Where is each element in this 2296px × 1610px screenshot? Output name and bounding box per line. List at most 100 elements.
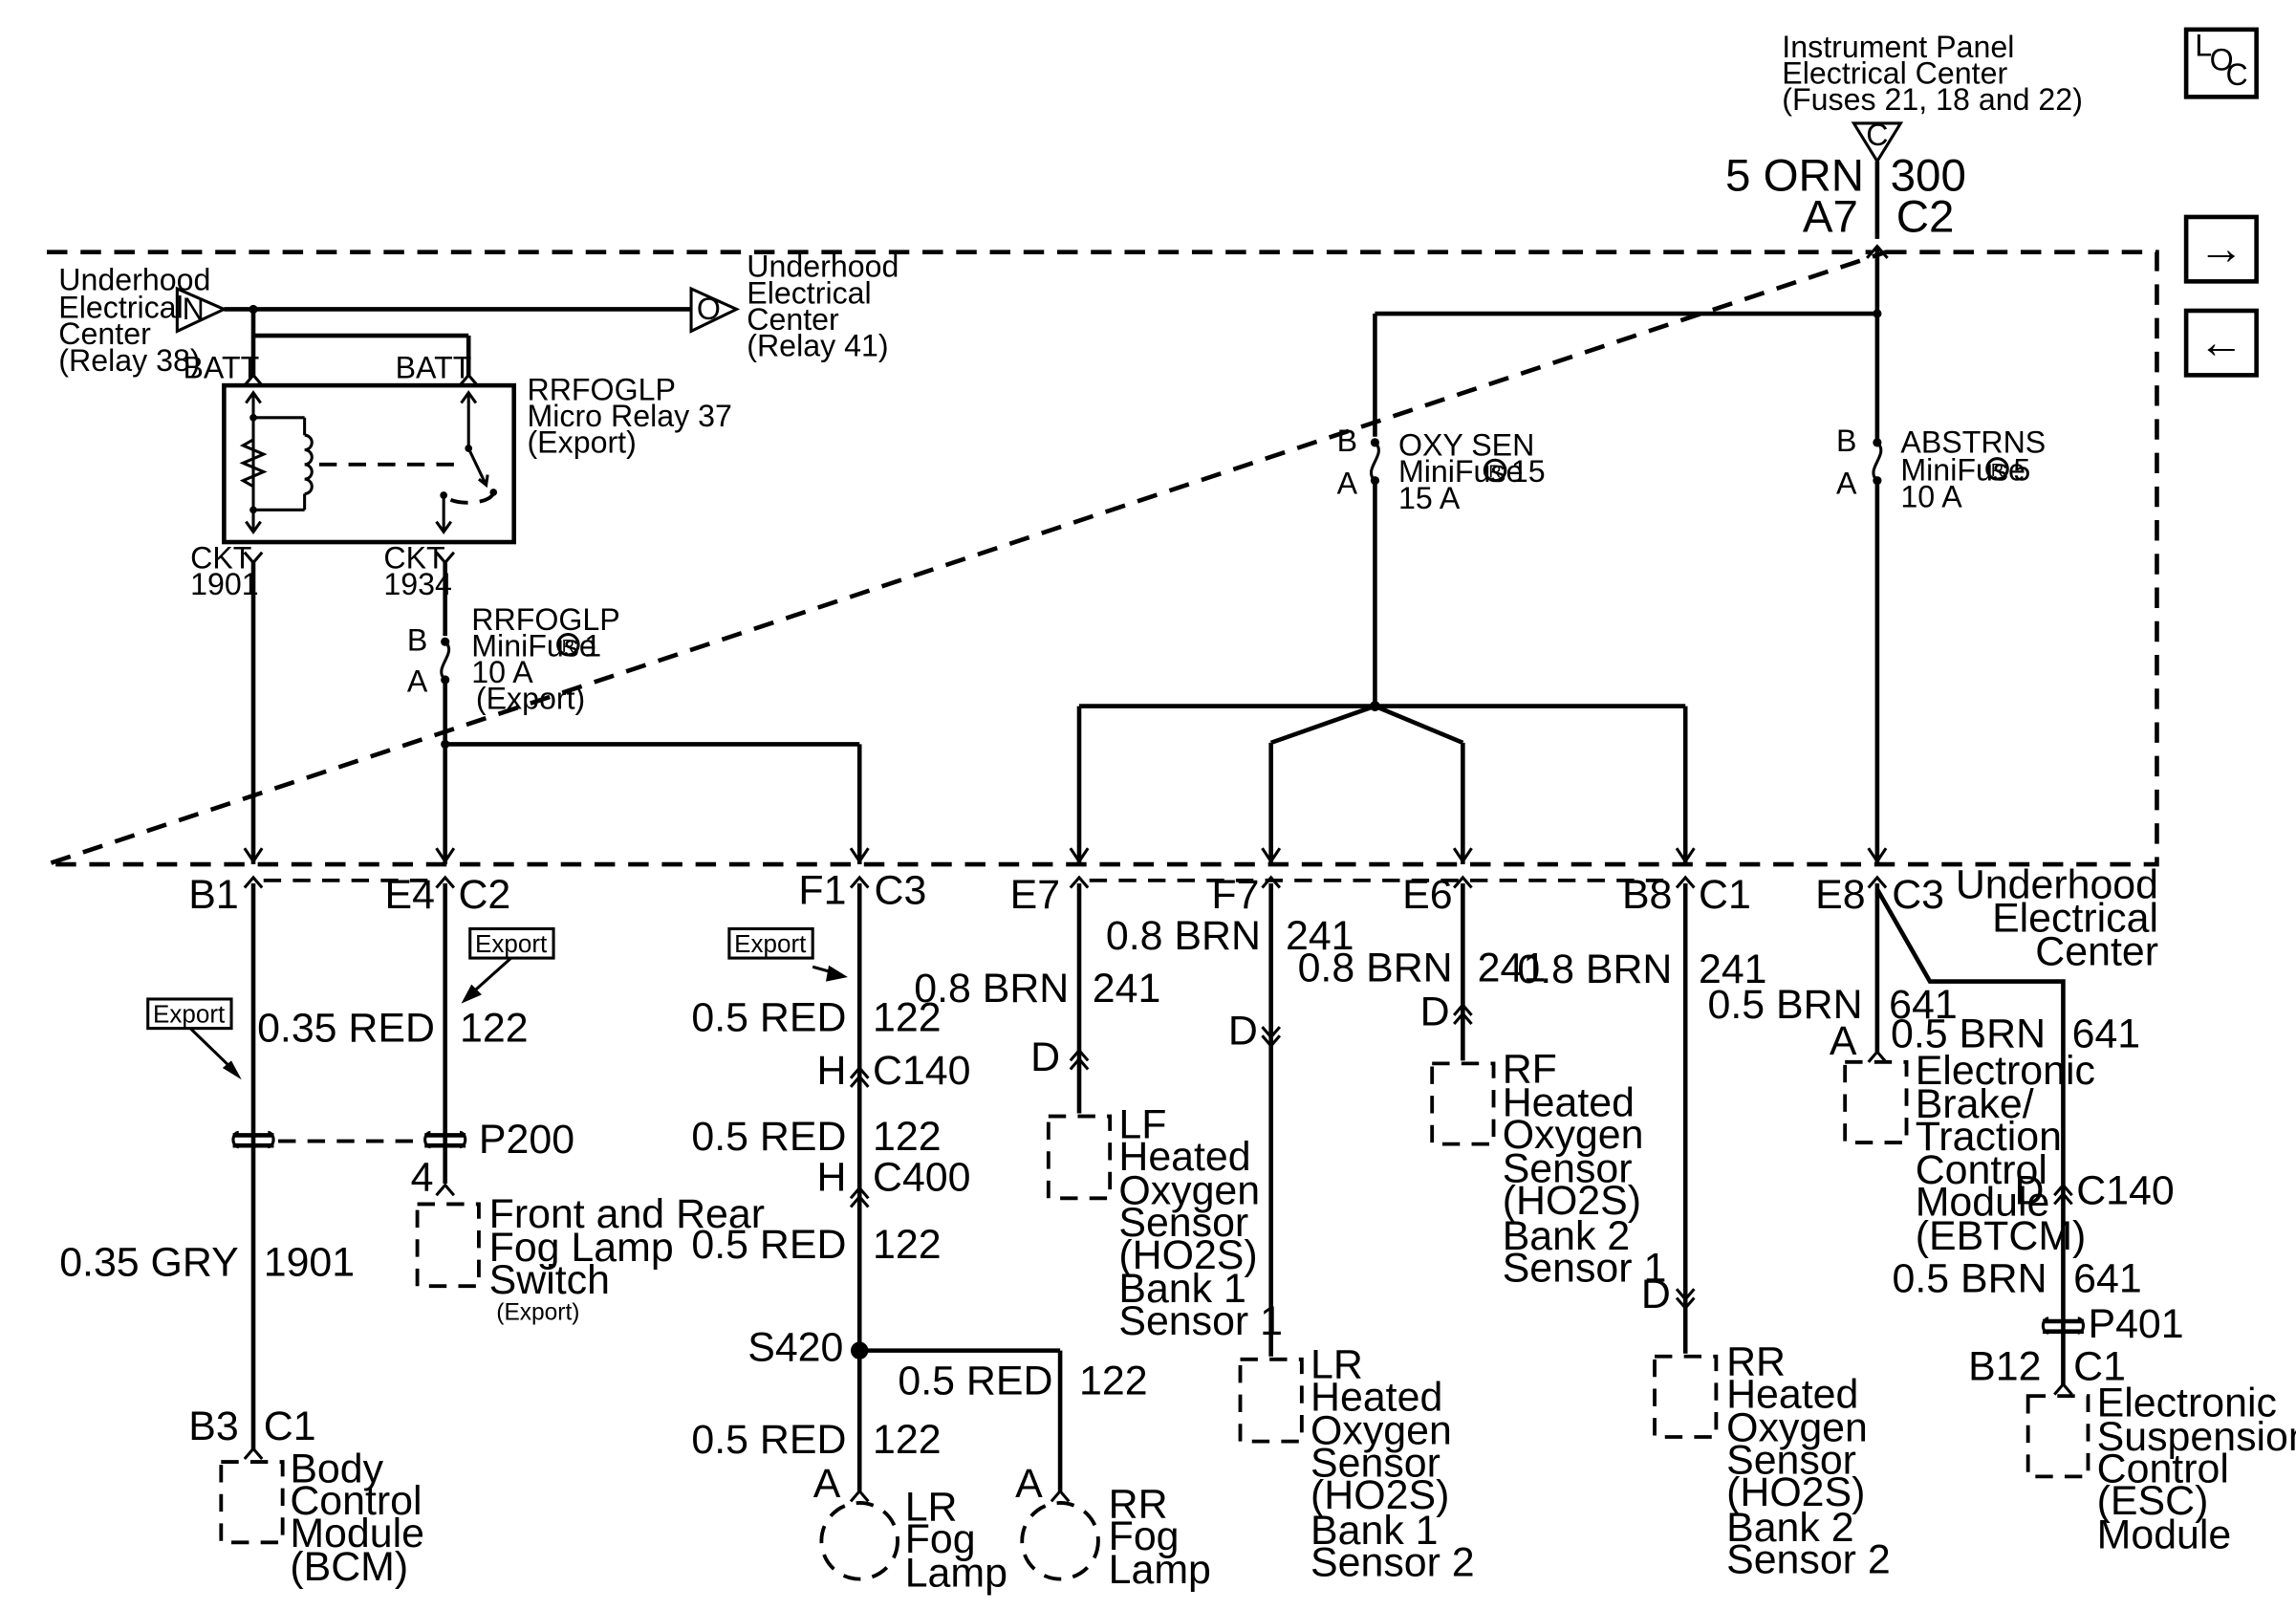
svg-text:A: A (1836, 466, 1857, 500)
rr-heated-oxygen-sensor[interactable]: RR Heated Oxygen Sensor (HO2S) Bank 2 Se… (1653, 1339, 1891, 1583)
o2-distribution (1076, 701, 1688, 865)
pin-a7: A7 (1803, 191, 1858, 242)
svg-text:Sensor 1: Sensor 1 (1118, 1298, 1283, 1344)
conn-c1-uec: C1 (1699, 872, 1751, 918)
svg-text:(Relay 38): (Relay 38) (58, 343, 200, 378)
inline-connector-c400 (849, 1186, 870, 1208)
splice-pack-p200: P200 (423, 1117, 574, 1163)
svg-text:LR: LR (1310, 1342, 1363, 1388)
fuse-abstrns: B A ABSTRNS MiniFuse R 5 10 A (1836, 424, 2046, 513)
svg-text:C: C (2225, 57, 2247, 92)
svg-text:C140: C140 (873, 1048, 970, 1094)
svg-text:0.5 BRN: 0.5 BRN (1891, 1012, 2046, 1057)
svg-text:(HO2S): (HO2S) (1310, 1472, 1449, 1518)
circuit-1901: 1901 (264, 1240, 355, 1286)
ipec-connector-c: C (1851, 118, 1904, 164)
svg-text:Switch: Switch (489, 1257, 610, 1303)
svg-text:Center: Center (2035, 929, 2158, 975)
svg-text:Center: Center (747, 302, 839, 337)
svg-text:Instrument Panel: Instrument Panel (1782, 30, 2014, 64)
svg-text:D: D (1228, 1008, 1258, 1054)
lf-heated-oxygen-sensor[interactable]: LF Heated Oxygen Sensor (HO2S) Bank 1 Se… (1046, 1102, 1283, 1344)
svg-text:Suspension: Suspension (2097, 1414, 2296, 1460)
loc-icon[interactable]: L O C (2183, 27, 2259, 99)
conn-c2-top: C2 (1896, 191, 1955, 242)
svg-text:D: D (1420, 990, 1450, 1035)
splice-pack-bcm (231, 1130, 275, 1149)
svg-text:Electrical: Electrical (58, 291, 183, 325)
fuse-oxy-sen: B A OXY SEN MiniFuse R 15 15 A (1337, 424, 1546, 515)
connector-n: N (175, 286, 228, 334)
svg-text:B: B (1836, 424, 1856, 458)
svg-text:C1: C1 (2073, 1343, 2126, 1389)
svg-text:241: 241 (1699, 946, 1767, 992)
svg-text:Underhood: Underhood (747, 250, 899, 284)
svg-text:Sensor 2: Sensor 2 (1726, 1536, 1891, 1582)
svg-text:Lamp: Lamp (1109, 1547, 1211, 1593)
ipec-label: Instrument Panel Electrical Center (Fuse… (1782, 30, 2083, 117)
svg-text:Heated: Heated (1310, 1374, 1442, 1420)
lr-heated-oxygen-sensor[interactable]: LR Heated Oxygen Sensor (HO2S) Bank 1 Se… (1238, 1342, 1475, 1586)
svg-text:Lamp: Lamp (905, 1550, 1007, 1596)
svg-text:0.5 RED: 0.5 RED (898, 1359, 1052, 1404)
svg-text:C140: C140 (2076, 1167, 2175, 1213)
ebtcm-module[interactable]: Electronic Brake/ Traction Control Modul… (1843, 1048, 2095, 1259)
svg-text:Electronic: Electronic (2097, 1381, 2277, 1426)
svg-text:Control: Control (2097, 1446, 2229, 1491)
svg-text:R: R (1488, 462, 1501, 482)
previous-page-button[interactable]: ← (2183, 308, 2259, 378)
svg-text:1: 1 (584, 629, 601, 664)
svg-text:←: ← (2199, 317, 2243, 368)
rr-fog-lamp[interactable]: RR Fog Lamp (1020, 1481, 1211, 1593)
svg-text:B12: B12 (1968, 1343, 2041, 1389)
body-control-module[interactable]: Body Control Module (BCM) (219, 1446, 424, 1590)
svg-text:(HO2S): (HO2S) (1726, 1469, 1865, 1515)
svg-text:CKT: CKT (190, 541, 251, 576)
svg-text:641: 641 (2072, 1012, 2141, 1057)
svg-text:Oxygen: Oxygen (1118, 1167, 1260, 1213)
svg-text:RRFOGLP: RRFOGLP (471, 602, 619, 637)
fog-lamp-switch[interactable]: Front and Rear Fog Lamp Switch (Export) (415, 1191, 765, 1326)
connector-o: O (689, 286, 741, 334)
svg-text:Export: Export (734, 929, 807, 958)
ckt-1934-label: 1934 (383, 567, 452, 601)
svg-text:Bank 1: Bank 1 (1310, 1508, 1438, 1554)
conn-c3-right: C3 (1892, 872, 1944, 918)
svg-text:(BCM): (BCM) (290, 1544, 408, 1590)
svg-text:15: 15 (1511, 454, 1546, 489)
uec-bottom-label: Underhood Electrical Center (1956, 861, 2158, 974)
svg-text:Body: Body (290, 1446, 383, 1491)
svg-text:241: 241 (1286, 913, 1354, 959)
svg-text:A: A (1337, 466, 1358, 500)
esc-module[interactable]: Electronic Suspension Control (ESC) Modu… (2025, 1381, 2296, 1558)
export-tag-fog: Export (727, 926, 848, 982)
conn-c3-left: C3 (875, 867, 927, 913)
pin-4: 4 (411, 1155, 434, 1201)
svg-text:Sensor: Sensor (1118, 1200, 1248, 1246)
next-page-button[interactable]: → (2183, 214, 2259, 284)
svg-text:(HO2S): (HO2S) (1118, 1232, 1257, 1278)
svg-text:0.8 BRN: 0.8 BRN (1298, 946, 1453, 991)
inline-connector-c140-esc (2053, 1183, 2073, 1206)
svg-text:Sensor: Sensor (1726, 1437, 1856, 1483)
rf-heated-oxygen-sensor[interactable]: RF Heated Oxygen Sensor (HO2S) Bank 2 Se… (1430, 1046, 1667, 1292)
svg-text:(Relay 41): (Relay 41) (747, 328, 888, 362)
uec-boundary (46, 250, 2159, 867)
pin-b8: B8 (1622, 872, 1672, 918)
svg-text:122: 122 (873, 1114, 942, 1160)
svg-text:R: R (562, 636, 574, 656)
svg-text:Fog Lamp: Fog Lamp (489, 1225, 674, 1271)
svg-text:0.5 BRN: 0.5 BRN (1893, 1255, 2047, 1301)
svg-text:OXY SEN: OXY SEN (1398, 428, 1534, 463)
pin-f7: F7 (1211, 872, 1259, 918)
svg-text:122: 122 (873, 995, 942, 1041)
lr-fog-lamp[interactable]: LR Fog Lamp (819, 1484, 1007, 1596)
svg-text:Export: Export (153, 999, 226, 1028)
svg-text:P200: P200 (479, 1117, 574, 1163)
svg-text:(Fuses 21, 18 and 22): (Fuses 21, 18 and 22) (1782, 82, 2083, 117)
svg-text:B: B (407, 622, 427, 657)
svg-text:L: L (2195, 28, 2212, 62)
fuse-rrfoglp: B A RRFOGLP MiniFuse R 1 10 A (Export) (407, 602, 620, 716)
svg-text:Sensor 1: Sensor 1 (1503, 1246, 1667, 1292)
svg-text:Oxygen: Oxygen (1503, 1112, 1644, 1158)
